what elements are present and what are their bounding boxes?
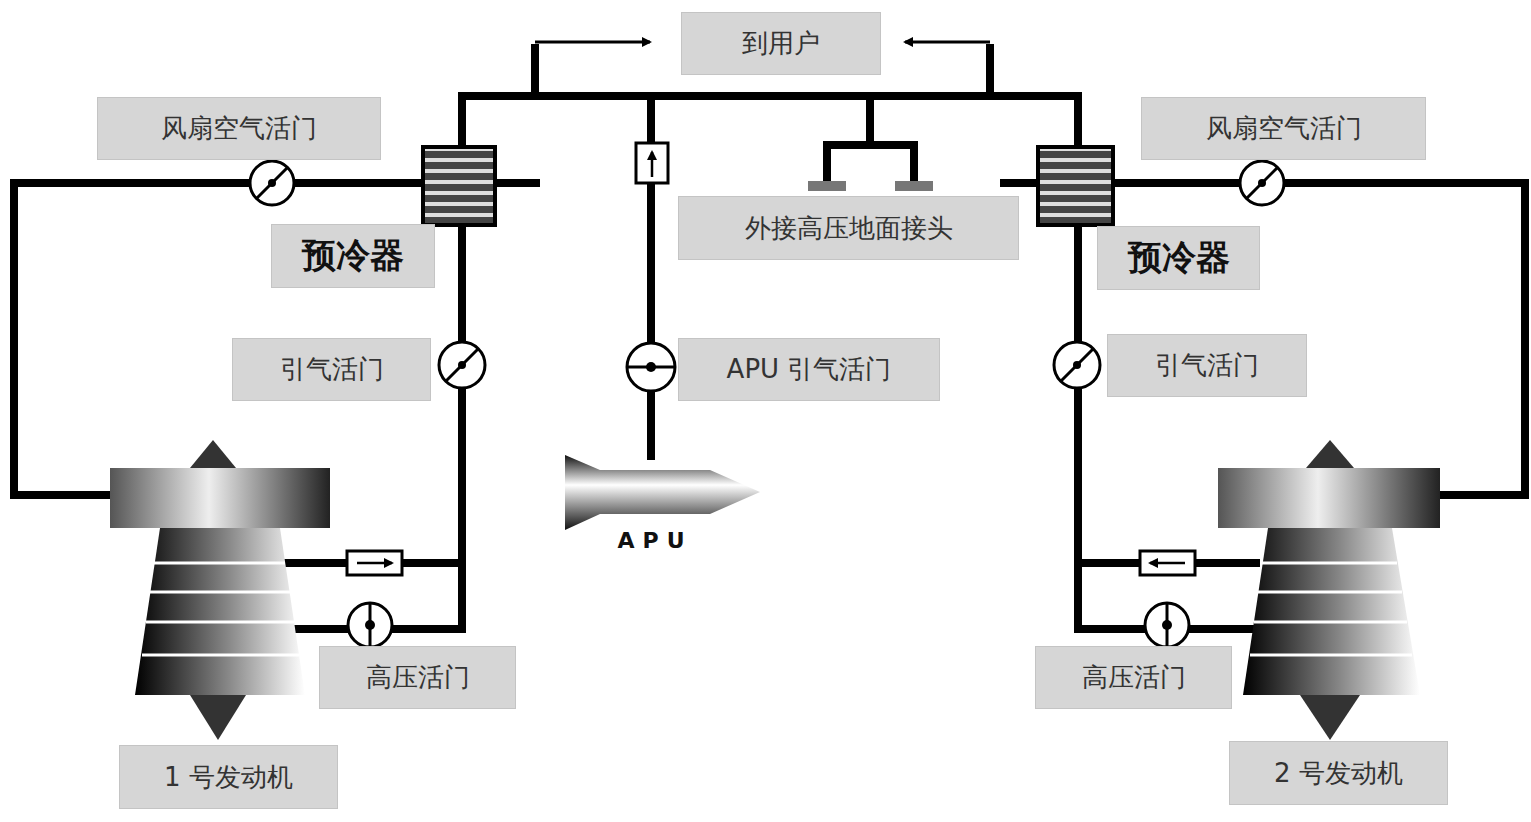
label-text: 高压活门: [366, 663, 470, 692]
label-text: 预冷器: [302, 237, 404, 274]
part-label: APU: [617, 528, 692, 553]
label-text: 2 号发动机: [1274, 759, 1403, 788]
label-text: 预冷器: [1128, 239, 1230, 276]
label-box: 1 号发动机: [119, 745, 338, 809]
label-box: 引气活门: [1107, 334, 1307, 397]
label-text: 引气活门: [1155, 351, 1259, 380]
label-box: 预冷器: [1097, 226, 1260, 290]
label-text: 引气活门: [280, 355, 384, 384]
label-box: APU 引气活门: [678, 338, 940, 401]
label-box: 到用户: [681, 12, 881, 75]
label-text: 到用户: [742, 29, 820, 58]
label-text: 1 号发动机: [164, 763, 293, 792]
label-box: 外接高压地面接头: [678, 196, 1019, 260]
label-text: APU 引气活门: [727, 355, 892, 384]
label-box: 2 号发动机: [1229, 741, 1448, 805]
label-box: 风扇空气活门: [1141, 97, 1426, 160]
label-box: 高压活门: [1035, 646, 1232, 709]
label-box: 预冷器: [271, 224, 435, 288]
label-text: 高压活门: [1082, 663, 1186, 692]
label-text: 风扇空气活门: [1206, 114, 1362, 143]
label-box: 风扇空气活门: [97, 97, 381, 160]
label-text: 风扇空气活门: [161, 114, 317, 143]
label-box: 高压活门: [319, 646, 516, 709]
label-box: 引气活门: [232, 338, 431, 401]
label-text: 外接高压地面接头: [745, 214, 953, 243]
